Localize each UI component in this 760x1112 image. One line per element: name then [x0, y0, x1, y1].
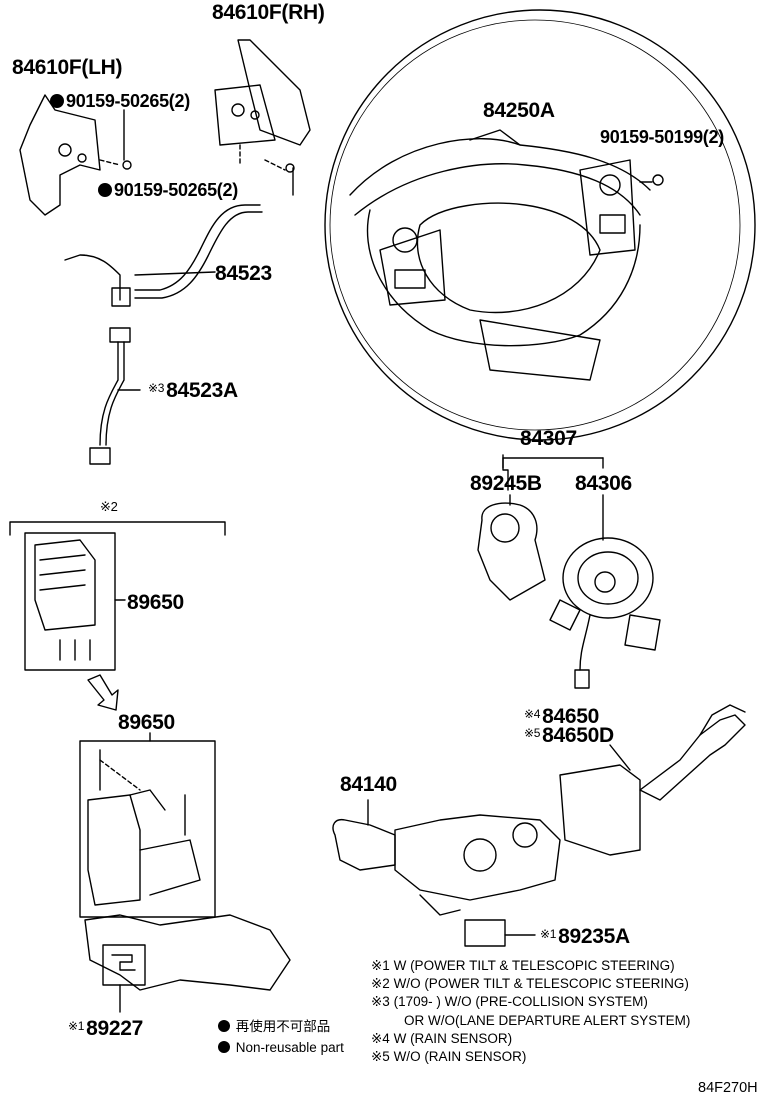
note-4: ※4 W (RAIN SENSOR): [371, 1031, 513, 1046]
non-reusable-dot-icon: [218, 1041, 230, 1053]
label-84523: 84523: [215, 262, 272, 285]
label-89227: ※189227: [68, 1017, 144, 1040]
arrow-drawing: [87, 674, 119, 711]
legend-en: Non-reusable part: [218, 1041, 344, 1055]
non-reusable-dot-icon: [98, 183, 112, 197]
note-3: ※3 (1709- ) W/O (PRE-COLLISION SYSTEM): [371, 994, 648, 1009]
label-84140: 84140: [340, 773, 397, 796]
label-group-mark: ※2: [100, 499, 118, 514]
label-89650-bottom: 89650: [118, 711, 175, 734]
module-box-top: [24, 532, 126, 671]
label-89245b: 89245B: [470, 472, 542, 495]
switch-84140-drawing: [332, 799, 561, 947]
paddle-lh-drawing: [19, 94, 132, 216]
label-84250a: 84250A: [483, 99, 555, 122]
note-2: ※2 W/O (POWER TILT & TELESCOPIC STEERING…: [371, 976, 689, 991]
ecu-drawing: [84, 914, 291, 1013]
label-screw-lh-top: 90159-50265(2): [50, 92, 190, 110]
non-reusable-dot-icon: [218, 1020, 230, 1032]
harness-drawing: [64, 204, 263, 307]
label-screw-lh-bottom: 90159-50265(2): [98, 181, 238, 199]
illustration-code: 84F270H: [698, 1080, 758, 1096]
label-84650d: ※584650D: [524, 724, 614, 747]
screw-leaders: [292, 167, 664, 196]
non-reusable-dot-icon: [50, 94, 64, 108]
label-screw-wheel: 90159-50199(2): [600, 127, 724, 147]
note-3-cont: OR W/O(LANE DEPARTURE ALERT SYSTEM): [404, 1013, 691, 1028]
label-84610f-rh: 84610F(RH): [212, 1, 325, 24]
switch-84650-drawing: [559, 704, 746, 856]
harness-a-drawing: [89, 327, 141, 465]
label-84650: ※484650: [524, 705, 600, 728]
label-84306: 84306: [575, 472, 632, 495]
label-89650-top: 89650: [127, 591, 184, 614]
note-1: ※1 W (POWER TILT & TELESCOPIC STEERING): [371, 958, 675, 973]
legend-jp: 再使用不可部品: [218, 1020, 330, 1034]
steering-wheel-drawing: [324, 9, 756, 441]
module-box-bottom: [79, 732, 216, 918]
paddle-rh-drawing: [214, 39, 311, 173]
label-89235a: ※189235A: [540, 925, 630, 948]
label-84610f-lh: 84610F(LH): [12, 56, 123, 79]
spiral-cable-drawing: [477, 454, 661, 689]
label-84307: 84307: [520, 427, 577, 450]
label-84523a: ※384523A: [148, 379, 238, 402]
note-5: ※5 W/O (RAIN SENSOR): [371, 1049, 527, 1064]
group-bracket: [9, 521, 226, 536]
